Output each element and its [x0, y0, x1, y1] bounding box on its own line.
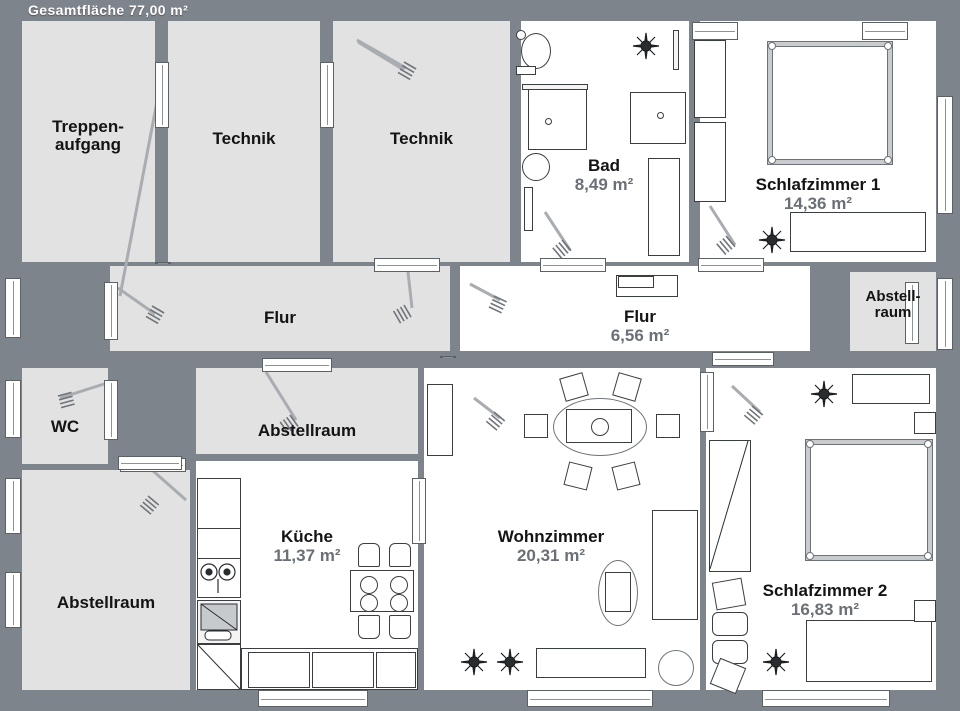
header-bar: [0, 0, 960, 20]
bed-foot-sz2: [806, 620, 932, 682]
door-wc-right: [104, 380, 118, 440]
kitchen-plate-1: [360, 576, 378, 594]
wardrobe-sz2: [709, 440, 751, 572]
door-kueche-right: [412, 478, 426, 544]
sink-drain-icon: [657, 112, 664, 119]
room-treppenaufgang: [22, 21, 155, 262]
plant-icon-wz-2: [496, 648, 524, 676]
toilet-cistern: [516, 30, 526, 40]
door-bad-bottom: [540, 258, 606, 272]
kitchen-plate-3: [360, 594, 378, 612]
kitchen-plate-4: [390, 594, 408, 612]
plant-icon-wz-1: [460, 648, 488, 676]
sofa-wohnzimmer: [536, 648, 646, 678]
window-right-1: [937, 96, 953, 214]
window-top-3: [692, 22, 738, 40]
coffee-table: [605, 572, 631, 612]
kitchen-chair-2: [389, 543, 411, 567]
washing-machine-icon: [522, 153, 550, 181]
kitchen-cabinet-corner: [197, 644, 241, 690]
kitchen-counter-seg-1: [248, 652, 310, 688]
window-right-2: [937, 278, 953, 350]
toilet-base: [516, 66, 536, 75]
window-left-3: [5, 478, 21, 534]
nightstand-sz2-a: [914, 412, 936, 434]
window-left-1: [5, 278, 21, 338]
room-technik-1: [168, 21, 320, 262]
room-flur-links: [110, 266, 450, 351]
door-opening-technik1-left: [155, 62, 169, 128]
side-table-round: [658, 650, 694, 686]
kitchen-chair-3: [358, 615, 380, 639]
plant-icon-sz2-1: [810, 380, 838, 408]
kitchen-counter-seg-2: [312, 652, 374, 688]
sideboard-flur-2: [618, 276, 654, 288]
door-wohnzimmer-top: [440, 356, 456, 358]
shelf-abstell-mitte: [427, 384, 453, 456]
door-schlafzimmer2-left: [700, 372, 714, 432]
kitchen-chair-1: [358, 543, 380, 567]
wardrobe-sz1-a: [694, 40, 726, 118]
plant-icon-bad: [632, 32, 660, 60]
kitchen-stove-icon: [197, 558, 241, 598]
window-left-4: [5, 572, 21, 628]
tv-unit: [652, 510, 698, 620]
sideboard-sz2-top: [852, 374, 930, 404]
shower-tray-icon: [528, 88, 587, 150]
room-abstellraum-links: [22, 470, 190, 690]
dining-centerpiece-icon: [591, 418, 609, 436]
bed-sz2: [806, 440, 932, 560]
room-abstellraum-rechts: [850, 272, 936, 351]
door-opening-technik2-left: [320, 62, 334, 128]
window-top-4: [862, 22, 908, 40]
door-wc-bottom: [118, 456, 182, 470]
kitchen-cabinet-tall: [197, 478, 241, 534]
room-wc: [22, 368, 108, 464]
window-bottom-2: [527, 690, 653, 707]
shower-drain-icon: [545, 118, 552, 125]
window-left-2: [5, 380, 21, 438]
door-flur-left-end: [104, 282, 118, 340]
kitchen-counter-seg-3: [376, 652, 416, 688]
room-abstellraum-mitte: [196, 368, 418, 454]
window-bottom-3: [762, 690, 890, 707]
kitchen-sink-icon: [197, 600, 241, 644]
door-flur-left-top: [374, 258, 440, 272]
nightstand-sz2-b: [914, 600, 936, 622]
toilet-icon: [521, 33, 551, 69]
kitchen-chair-4: [389, 615, 411, 639]
radiator-bad: [524, 187, 533, 231]
armchair-sz2: [711, 577, 747, 611]
dining-chair-3: [524, 414, 548, 438]
door-abstell-mitte: [262, 358, 332, 372]
kitchen-plate-2: [390, 576, 408, 594]
door-flur-right-bottom: [712, 352, 774, 366]
window-bottom-1: [258, 690, 368, 707]
dresser-sz1: [790, 212, 926, 252]
dining-chair-4: [656, 414, 680, 438]
bench-sz2-b: [712, 640, 748, 664]
door-abstell-right: [905, 282, 919, 344]
kitchen-cabinet-upper: [197, 528, 241, 560]
plant-icon-sz2-2: [762, 648, 790, 676]
door-technik-1: [155, 262, 171, 264]
bed-sz1: [768, 42, 892, 164]
wardrobe-sz1-b: [694, 122, 726, 202]
bench-sz2-a: [712, 612, 748, 636]
door-flur-right-top: [698, 258, 764, 272]
plant-icon-sz1: [758, 226, 786, 254]
towel-rail-icon: [673, 30, 679, 70]
room-technik-2: [333, 21, 510, 262]
shower-rail: [522, 84, 588, 90]
total-area-label: Gesamtfläche 77,00 m²: [28, 2, 189, 18]
bathtub-icon: [648, 158, 680, 256]
